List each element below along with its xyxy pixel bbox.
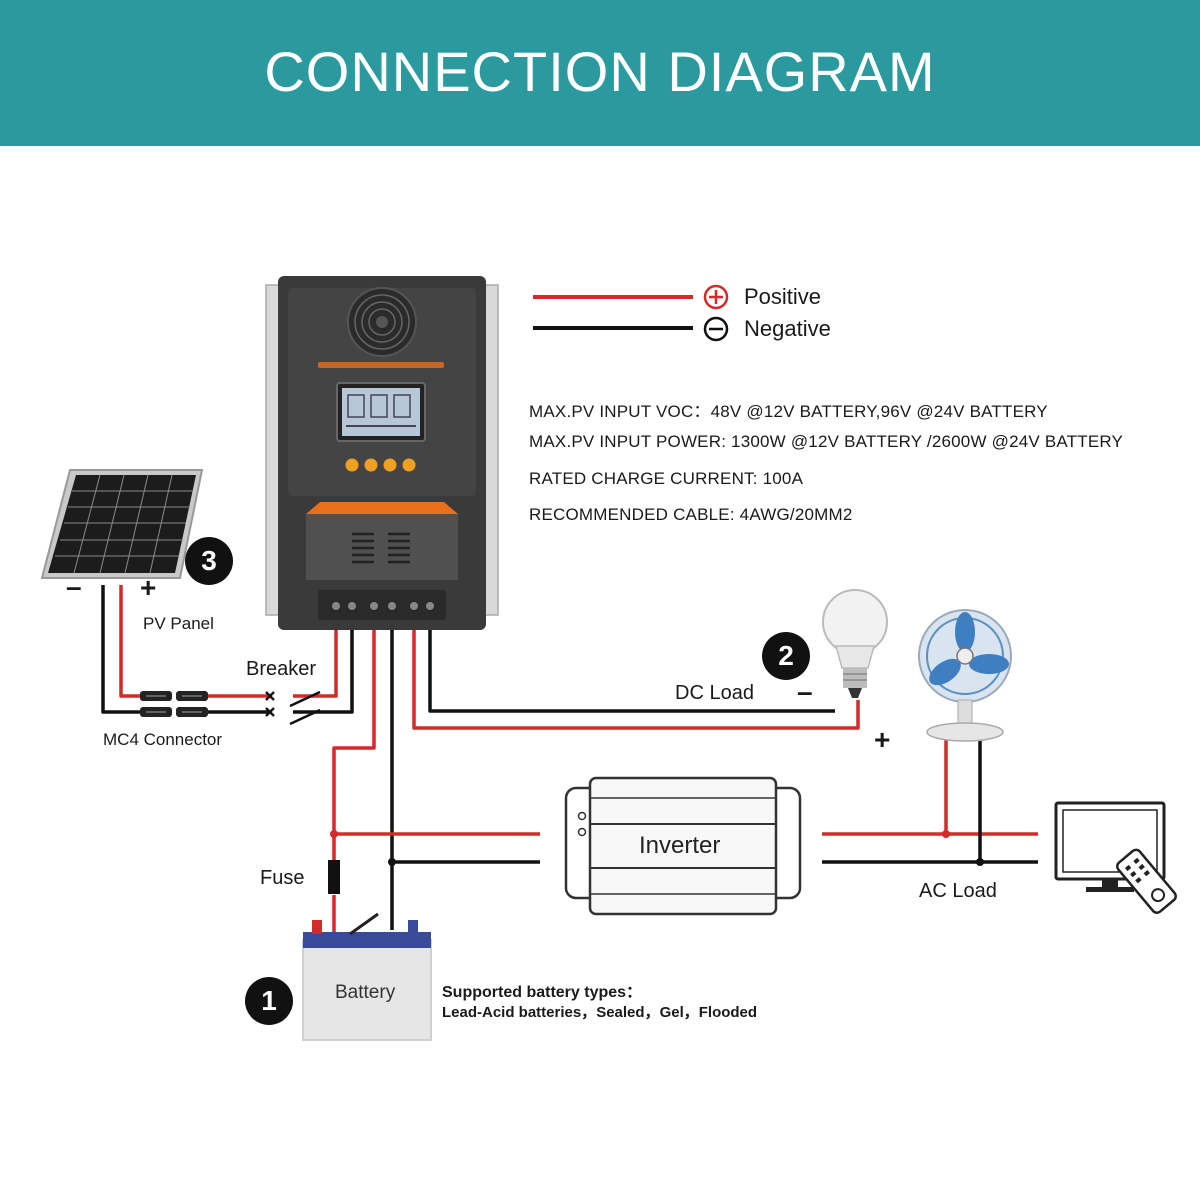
dc-load-plus-sign: + bbox=[874, 724, 891, 755]
solar-panel bbox=[40, 469, 204, 579]
lcd-screen bbox=[336, 382, 426, 442]
fan-icon bbox=[918, 609, 1012, 742]
ac-load-label: AC Load bbox=[919, 880, 997, 902]
dc-load-minus-sign: – bbox=[797, 676, 813, 707]
legend-positive-label: Positive bbox=[744, 284, 822, 309]
terminal-screws bbox=[332, 602, 434, 610]
badge-dc-load: 2 bbox=[762, 632, 810, 680]
breaker-label: Breaker bbox=[246, 658, 317, 680]
breaker-positive-wire bbox=[293, 622, 338, 698]
dc-load-label: DC Load bbox=[675, 682, 754, 704]
legend-negative-label: Negative bbox=[744, 316, 831, 341]
pv-positive-wire bbox=[119, 585, 140, 698]
fuse-icon bbox=[328, 860, 340, 894]
dcload-negative-wire bbox=[428, 622, 835, 713]
pv-panel-label: PV Panel bbox=[143, 614, 214, 633]
remote-control-icon bbox=[1115, 848, 1177, 915]
breaker-switch-icon bbox=[265, 690, 321, 726]
minus-circle-icon bbox=[703, 316, 729, 342]
fan-grill-icon bbox=[347, 287, 417, 357]
battery-positive-wire bbox=[332, 622, 376, 860]
battery-types-title: Supported battery types： bbox=[442, 984, 643, 1001]
plus-circle-icon bbox=[703, 284, 729, 310]
spec-max-pv-power: MAX.PV INPUT POWER: 1300W @12V BATTERY /… bbox=[529, 432, 1124, 451]
pv-plus-sign: + bbox=[140, 572, 157, 603]
spec-rated-current: RATED CHARGE CURRENT: 100A bbox=[529, 469, 804, 488]
badge-pv-panel: 3 bbox=[185, 537, 233, 585]
header-banner: CONNECTION DIAGRAM bbox=[0, 0, 1200, 146]
mc4-connectors bbox=[140, 691, 208, 717]
page-title: CONNECTION DIAGRAM bbox=[264, 39, 936, 103]
mc4-connector-label: MC4 Connector bbox=[103, 730, 223, 749]
breaker-negative-wire bbox=[293, 622, 354, 714]
inverter bbox=[564, 776, 802, 916]
battery bbox=[302, 912, 432, 1041]
pv-negative-wire bbox=[101, 585, 140, 714]
fuse-label: Fuse bbox=[260, 867, 305, 889]
dcload-positive-wire bbox=[412, 622, 860, 730]
controller-buttons bbox=[345, 458, 416, 472]
badge-battery: 1 bbox=[245, 977, 293, 1025]
inverter-label: Inverter bbox=[639, 832, 721, 859]
spec-max-pv-voc: MAX.PV INPUT VOC：48V @12V BATTERY,96V @2… bbox=[529, 402, 1048, 421]
spec-recommended-cable: RECOMMENDED CABLE: 4AWG/20MM2 bbox=[529, 505, 853, 524]
pv-minus-sign: – bbox=[66, 571, 82, 602]
battery-types-list: Lead-Acid batteries，Sealed，Gel，Flooded bbox=[442, 1004, 758, 1021]
light-bulb-icon bbox=[822, 589, 888, 698]
battery-label: Battery bbox=[335, 982, 396, 1003]
vent-icon bbox=[352, 532, 410, 564]
junction-dots bbox=[330, 830, 984, 866]
charge-controller bbox=[265, 276, 499, 630]
wiring bbox=[101, 585, 1038, 932]
